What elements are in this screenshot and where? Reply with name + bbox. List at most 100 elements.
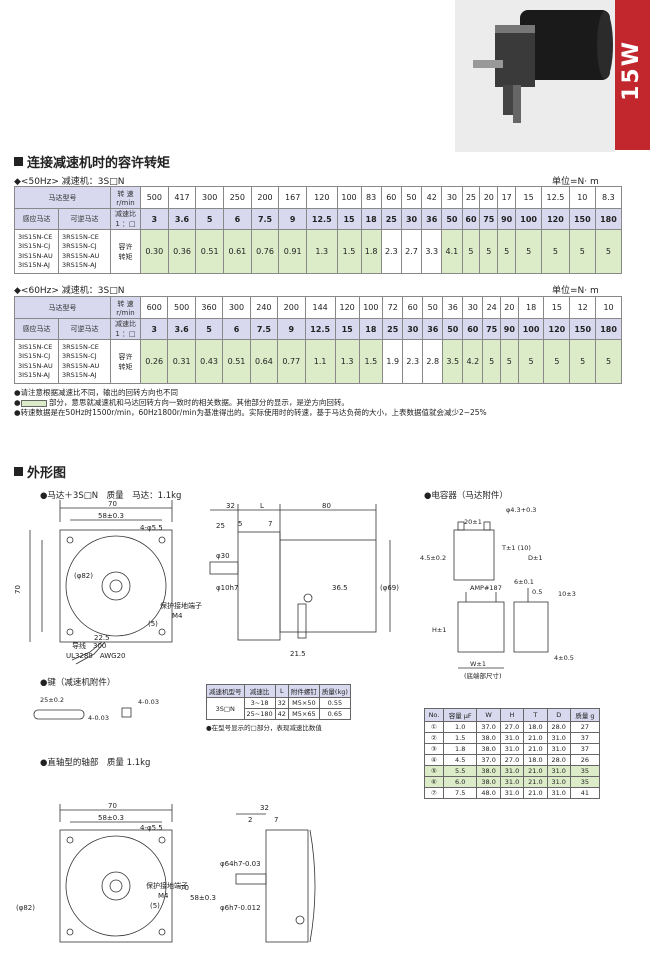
torque-cell: 0.36 — [167, 229, 197, 274]
ratio-cell: 180 — [595, 318, 622, 340]
cap-head: T — [523, 708, 548, 722]
gear-cell: 25~180 — [243, 708, 276, 720]
cap-cell: 38.0 — [476, 765, 501, 777]
speed-cell: 500 — [140, 186, 169, 209]
gear-note: ●在型号显示的□部分，表现减速比数值 — [206, 724, 322, 732]
cap-head: 容量 μF — [442, 708, 478, 722]
cap-dim-45: 4.5±0.2 — [420, 554, 446, 562]
cap-dim-43: φ4.3+0.3 — [506, 506, 536, 514]
ratio-cell: 36 — [421, 208, 443, 230]
cap-cell: 18.0 — [523, 721, 548, 733]
hz50-unit: 单位=N· m — [552, 177, 599, 187]
ratio-cell: 120 — [543, 318, 571, 340]
shaft-ground-label: 保护接地端子 — [146, 881, 188, 890]
speed-cell: 12.5 — [541, 186, 570, 209]
cap-cell: ⑦ — [424, 787, 444, 799]
torque-cell: 1.5 — [336, 229, 362, 274]
gear-cell: M5×65 — [287, 708, 320, 720]
torque-cell: 0.61 — [223, 229, 252, 274]
dim-5b: (5) — [148, 620, 158, 628]
torque-cell: 5 — [482, 339, 501, 384]
torque-cell: 5 — [541, 229, 570, 274]
lead-label: 导线 300 — [72, 641, 106, 650]
torque-cell: 2.8 — [422, 339, 444, 384]
cap-cell: 31.0 — [546, 732, 571, 744]
cap-cell: 1.8 — [442, 743, 478, 755]
cap-cell: 26 — [569, 754, 601, 766]
header: 15W — [0, 0, 650, 152]
torque-cell: 0.77 — [277, 339, 306, 384]
head-motor: 马达型号 — [14, 186, 111, 209]
torque-cell: 3.5 — [442, 339, 464, 384]
ratio-cell: 15 — [334, 318, 360, 340]
cap-head: No. — [424, 708, 444, 722]
head-reversible: 可逆马达 — [58, 208, 111, 230]
dim-80: 80 — [322, 502, 331, 510]
head-torque: 容许转矩 — [110, 339, 141, 384]
shaft-m4-label: M4 — [158, 892, 169, 900]
cap-cell: 41 — [569, 787, 601, 799]
dim-7: 7 — [268, 520, 272, 528]
shaft-dim-58: 58±0.3 — [98, 814, 124, 822]
torque-cell: 5 — [569, 339, 597, 384]
cap-cell: 37 — [569, 743, 601, 755]
ratio-cell: 60 — [462, 318, 484, 340]
ratio-cell: 3 — [140, 208, 169, 230]
speed-cell: 10 — [568, 186, 596, 209]
speed-cell: 15 — [543, 296, 571, 319]
section-outline-label: 外形图 — [27, 466, 67, 481]
key-drawing: 25±0.2 4-0.03 4-0.03 — [33, 696, 159, 722]
ratio-cell: 90 — [497, 208, 517, 230]
cap-cell: 31.0 — [546, 776, 571, 788]
cap-cell: ② — [424, 732, 444, 744]
ratio-cell: 60 — [461, 208, 481, 230]
torque-cell: 5 — [543, 339, 571, 384]
torque-cell: 5 — [515, 229, 543, 274]
cap-cell: 28.0 — [546, 754, 571, 766]
gear-head-model: 减速机型号 — [206, 684, 245, 698]
cap-cell: ⑥ — [424, 776, 444, 788]
shaft-dim-70: 70 — [108, 802, 117, 810]
ratio-cell: 50 — [441, 208, 463, 230]
dim-5: 5 — [238, 520, 242, 528]
torque-cell: 0.31 — [167, 339, 196, 384]
torque-cell: 1.3 — [334, 339, 360, 384]
torque-cell: 4.2 — [462, 339, 484, 384]
gear-head-ratio: 减速比 — [243, 684, 276, 698]
torque-cell: 1.1 — [304, 339, 336, 384]
shaft-caption: ●直轴型的轴部 质量 1.1kg — [40, 758, 151, 768]
cap-cell: 31.0 — [499, 787, 525, 799]
speed-cell: 50 — [400, 186, 423, 209]
ratio-cell: 150 — [568, 208, 596, 230]
ratio-cell: 7.5 — [250, 208, 280, 230]
cap-cell: 31.0 — [499, 743, 525, 755]
hz50-label: ◆<50Hz> 减速机：3S□N — [14, 177, 125, 187]
speed-cell: 8.3 — [594, 186, 623, 209]
torque-cell: 2.3 — [402, 339, 424, 384]
speed-cell: 200 — [277, 296, 306, 319]
cap-head: D — [546, 708, 571, 722]
speed-cell: 417 — [167, 186, 197, 209]
cap-cell: 37.0 — [476, 721, 501, 733]
ratio-cell: 9 — [277, 318, 306, 340]
hz60-label: ◆<60Hz> 减速机：3S□N — [14, 286, 125, 296]
ratio-cell: 3.6 — [167, 318, 196, 340]
speed-cell: 200 — [250, 186, 280, 209]
ratio-cell: 30 — [402, 318, 424, 340]
cap-dim-h: H±1 — [432, 626, 446, 634]
speed-cell: 30 — [462, 296, 484, 319]
dim-70-side: 70 — [14, 585, 22, 594]
dim-phi82: (φ82) — [74, 572, 93, 580]
head-reversible: 可逆马达 — [58, 318, 111, 340]
ratio-cell: 7.5 — [249, 318, 279, 340]
torque-cell: 1.9 — [382, 339, 404, 384]
torque-cell: 5 — [594, 229, 623, 274]
ratio-cell: 30 — [400, 208, 423, 230]
